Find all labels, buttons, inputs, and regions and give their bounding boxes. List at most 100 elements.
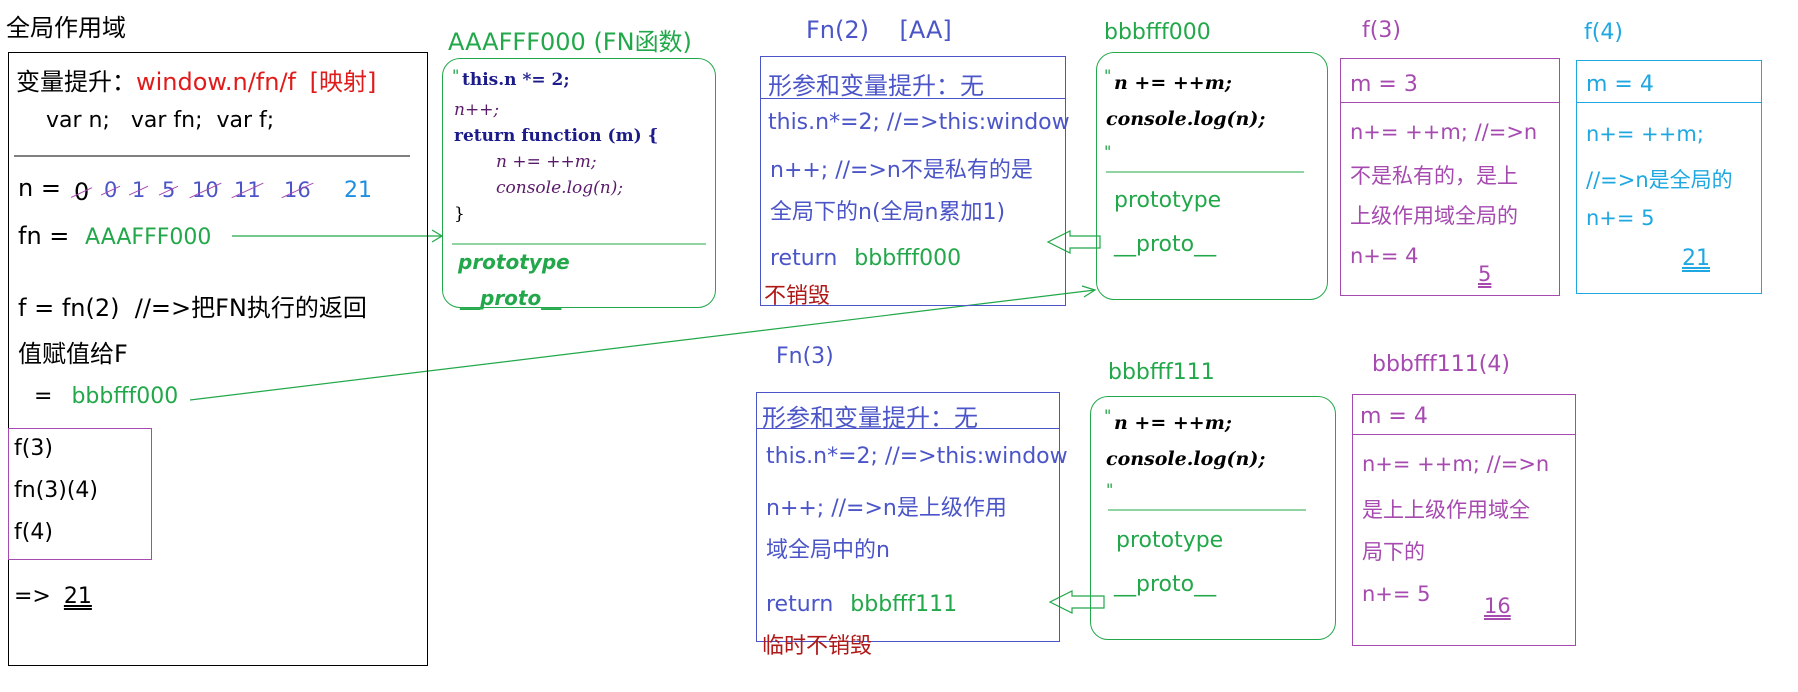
- f3-box: [1340, 58, 1560, 296]
- ctx3-header-underline: [756, 428, 1060, 429]
- strike-mark: [281, 182, 314, 199]
- ctx3-hoist: 形参和变量提升：无: [762, 404, 978, 432]
- f4-title: f(4): [1584, 20, 1623, 45]
- b111-4-output: 16: [1484, 594, 1511, 618]
- code-line: console.log(n);: [1106, 108, 1266, 130]
- f3-line: 不是私有的，是上: [1350, 164, 1518, 188]
- strike-mark: [189, 182, 222, 199]
- f-assign-line2: 值赋值给F: [18, 340, 128, 368]
- var-declarations: var n; var fn; var f;: [46, 108, 275, 133]
- f4-output: 21: [1682, 246, 1710, 271]
- return-keyword: return: [770, 246, 838, 271]
- fn-heap-box: [442, 58, 716, 308]
- f-value: bbbfff000: [71, 384, 179, 409]
- hoist-label: 变量提升：: [16, 68, 136, 96]
- n-history-value: 11: [231, 178, 264, 202]
- hoist-line: 变量提升：window.n/fn/f [映射]: [16, 62, 376, 97]
- n-history-value: 0: [70, 178, 93, 206]
- n-history-value: 1: [128, 178, 149, 202]
- strike-mark: [100, 185, 121, 196]
- b111-4-line: n+= 5: [1362, 582, 1431, 606]
- bbb000-box: [1096, 52, 1328, 300]
- ctx3-line: 域全局中的n: [766, 538, 890, 563]
- strike-mark: [158, 185, 179, 196]
- ctx3-title: Fn(3): [776, 344, 834, 369]
- code-line: n += ++m;: [496, 152, 597, 172]
- fn-line: fn = AAAFFF000: [18, 222, 211, 250]
- code-line: }: [454, 204, 465, 224]
- global-scope-title: 全局作用域: [6, 14, 126, 42]
- hoist-value: window.n/fn/f: [136, 68, 296, 96]
- b111-4-line: 是上上级作用域全: [1362, 498, 1530, 522]
- b111-4-m: m = 4: [1360, 404, 1428, 429]
- return-keyword: return: [766, 592, 834, 617]
- f4-line: //=>n是全局的: [1586, 168, 1733, 192]
- ctx2-box: [760, 56, 1066, 306]
- ctx2-line: n++; //=>n不是私有的是: [770, 158, 1033, 183]
- prototype-label: prototype: [458, 250, 570, 274]
- call-item: f(3): [14, 436, 53, 461]
- bbb111-box: [1090, 396, 1336, 640]
- f3-title: f(3): [1362, 18, 1401, 43]
- n-history-value: 5: [158, 178, 179, 202]
- ctx3-box: [756, 392, 1060, 642]
- code-line: console.log(n);: [496, 178, 624, 198]
- proto-label: __proto__: [1114, 232, 1217, 257]
- code-line: console.log(n);: [1106, 448, 1266, 470]
- ctx2-hoist: 形参和变量提升：无: [768, 72, 984, 100]
- result-prefix: =>: [14, 584, 51, 609]
- f3-output: 5: [1478, 262, 1492, 286]
- f4-box: [1576, 60, 1762, 294]
- strike-mark: [70, 187, 93, 198]
- n-history-value: 16: [281, 178, 314, 202]
- strike-mark: [128, 185, 149, 196]
- ctx2-header-underline: [760, 98, 1066, 99]
- proto-label: __proto__: [1114, 572, 1217, 597]
- fn-label: fn =: [18, 222, 70, 250]
- b111-4-line: 局下的: [1362, 540, 1425, 564]
- n-history-value: 10: [189, 178, 222, 202]
- n-label: n =: [18, 174, 61, 202]
- quote-mark: ": [1104, 406, 1112, 425]
- f4-line: n+= 5: [1586, 206, 1655, 230]
- f-assign-line1: f = fn(2) //=>把FN执行的返回: [18, 294, 367, 322]
- quote-mark: ": [1104, 66, 1112, 85]
- hoist-tag: [映射]: [309, 68, 377, 96]
- f4-m: m = 4: [1586, 72, 1654, 97]
- return-value: bbbfff000: [854, 246, 962, 271]
- f3-m: m = 3: [1350, 72, 1418, 97]
- f4-line: n+= ++m;: [1586, 122, 1704, 146]
- prototype-label: prototype: [1114, 188, 1222, 213]
- code-line: n++;: [454, 100, 500, 120]
- code-line: n += ++m;: [1114, 412, 1232, 434]
- ctx2-line: 全局下的n(全局n累加1): [770, 200, 1006, 225]
- ctx3-note: 临时不销毁: [762, 634, 873, 659]
- quote-mark: ": [1104, 142, 1112, 161]
- fn-value: AAAFFF000: [85, 225, 212, 250]
- n-current-value: 21: [344, 178, 372, 203]
- calls-box: [8, 428, 152, 560]
- prototype-label: prototype: [1116, 528, 1224, 553]
- fn-heap-title: AAAFFF000 (FN函数): [448, 28, 692, 56]
- f3-header-underline: [1340, 102, 1560, 103]
- f3-line: n+= 4: [1350, 244, 1419, 268]
- b111-4-line: n+= ++m; //=>n: [1362, 452, 1550, 476]
- f-eq: =: [34, 384, 53, 409]
- strike-mark: [231, 182, 264, 199]
- f4-header-underline: [1576, 102, 1762, 103]
- n-history-value: 0: [100, 178, 121, 202]
- global-scope-box: [8, 52, 428, 666]
- call-item: f(4): [14, 520, 53, 545]
- call-item: fn(3)(4): [14, 478, 99, 503]
- b111-4-header-underline: [1352, 434, 1576, 435]
- ctx3-line: this.n*=2; //=>this:window: [766, 444, 1068, 469]
- ctx3-line: n++; //=>n是上级作用: [766, 496, 1007, 521]
- ctx2-title: Fn(2) [AA]: [806, 16, 952, 44]
- ctx2-return: return bbbfff000: [770, 246, 961, 271]
- ctx2-line: this.n*=2; //=>this:window: [768, 110, 1070, 135]
- b111-4-box: [1352, 394, 1576, 646]
- code-line: n += ++m;: [1114, 72, 1232, 94]
- return-value: bbbfff111: [850, 592, 958, 617]
- proto-label: __proto__: [460, 286, 562, 310]
